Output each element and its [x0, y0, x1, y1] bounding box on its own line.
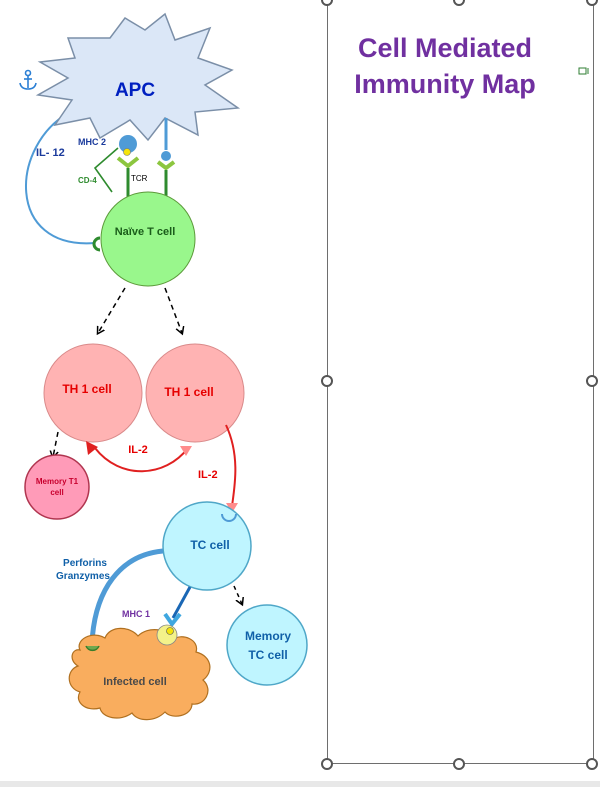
il2-right-line: [225, 424, 237, 507]
layout-options-icon[interactable]: [578, 66, 590, 79]
memory-tc-cell: [226, 604, 308, 686]
memory-t1-cell: [24, 454, 90, 520]
tcr-label: TCR: [131, 174, 148, 183]
memory-tc-label-1: Memory: [245, 629, 291, 643]
title-line-1: Cell Mediated: [357, 33, 533, 63]
naive-t-label: Naïve T cell: [115, 226, 176, 238]
il12-label: IL- 12: [36, 147, 65, 159]
il12-arc: [25, 111, 96, 245]
mhc2-molecule: [119, 135, 137, 153]
granzymes-label: Granzymes: [56, 571, 110, 582]
resize-handle-bottom-middle[interactable]: [453, 758, 465, 770]
title-text-box-frame[interactable]: [327, 0, 594, 764]
infected-label: Infected cell: [103, 676, 167, 688]
perforins-label: Perforins: [63, 558, 107, 569]
memory-tc-label-2: TC cell: [248, 648, 287, 662]
resize-handle-bottom-right[interactable]: [586, 758, 598, 770]
il2-mid-label: IL-2: [128, 444, 148, 456]
naive-t-cell: [100, 191, 196, 287]
memory-t1-label-1: Memory T1: [36, 477, 79, 486]
anchor-icon[interactable]: [19, 69, 37, 90]
cd4-line: [93, 147, 119, 193]
resize-handle-top-middle[interactable]: [453, 0, 465, 6]
page-bottom-edge: [0, 781, 600, 787]
resize-handle-top-left[interactable]: [321, 0, 333, 6]
il2-mid-arc: [94, 447, 189, 473]
il2-right-label: IL-2: [198, 469, 218, 481]
apc-starburst: [35, 12, 241, 142]
th1-cell-left: [43, 343, 143, 443]
th1-cell-right: [145, 343, 245, 443]
perforin-line: [89, 548, 164, 643]
mhc2-label: MHC 2: [78, 137, 106, 147]
mhc1-label: MHC 1: [122, 609, 150, 619]
resize-handle-middle-right[interactable]: [586, 375, 598, 387]
resize-handle-middle-left[interactable]: [321, 375, 333, 387]
infected-cell: [68, 627, 211, 721]
title-line-2: Immunity Map: [354, 69, 536, 99]
resize-handle-top-right[interactable]: [586, 0, 598, 6]
cd4-label: CD-4: [78, 176, 97, 185]
tc-cell: [162, 501, 252, 591]
page-title[interactable]: Cell Mediated Immunity Map: [330, 30, 560, 102]
resize-handle-bottom-left[interactable]: [321, 758, 333, 770]
th1-right-label: TH 1 cell: [164, 385, 213, 399]
memory-t1-label-2: cell: [50, 488, 63, 497]
naive-receptor-left: [92, 236, 101, 252]
th1-left-label: TH 1 cell: [62, 382, 111, 396]
tc-cell-label: TC cell: [190, 538, 229, 552]
apc-label: APC: [115, 80, 155, 101]
